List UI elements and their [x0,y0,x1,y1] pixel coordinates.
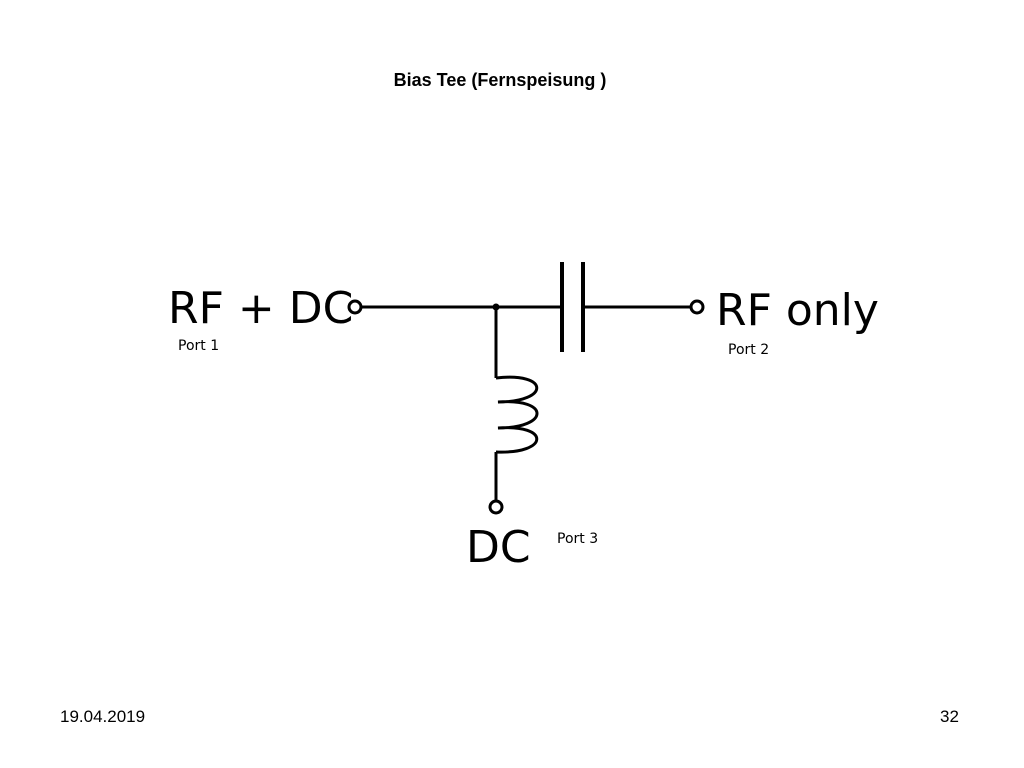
port1-terminal [347,299,363,315]
port3-name: Port 3 [557,531,598,547]
page-number: 32 [940,707,959,726]
port2-label: RF only [716,285,879,336]
slide-title: Bias Tee (Fernspeisung ) [393,70,607,90]
port2-name: Port 2 [728,342,769,358]
inductor [495,375,539,454]
port3-label: DC [466,522,531,573]
port1-label: RF + DC [168,283,353,334]
port3-terminal [488,499,504,515]
capacitor [560,262,585,352]
footer-date: 19.04.2019 [60,707,146,726]
port2-terminal [689,299,705,315]
port1-name: Port 1 [178,338,219,354]
